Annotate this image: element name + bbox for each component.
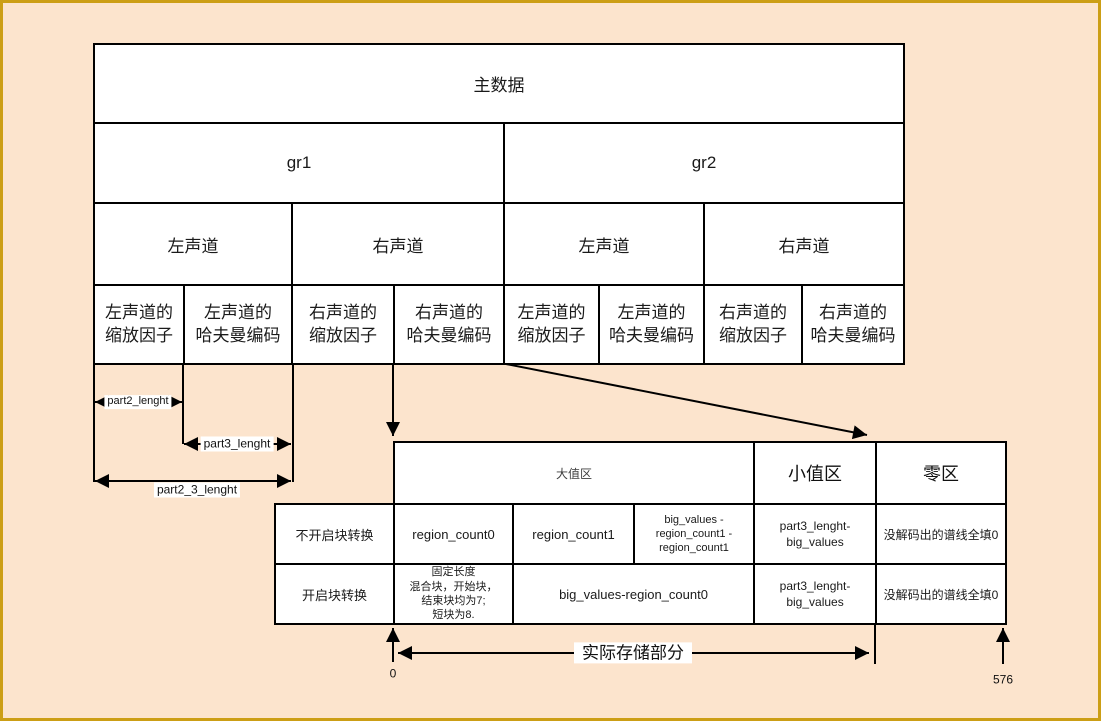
part2-3-length-label: part2_3_lenght — [153, 482, 241, 498]
actual-storage-label: 实际存储部分 — [574, 642, 692, 664]
cell-region-count1: region_count1 — [512, 503, 635, 565]
huffman-expand-diagonal-arrow — [505, 363, 868, 440]
table-row: 不开启块转换 region_count0 region_count1 big_v… — [274, 503, 1008, 565]
header-spacer — [275, 442, 394, 504]
cell-bigvalues-minus-count0: big_values-region_count0 — [511, 563, 756, 625]
table-row: 主数据 — [93, 43, 905, 124]
detail-cell: 左声道的缩放因子 — [93, 284, 185, 365]
channel-cell: 左声道 — [503, 202, 705, 286]
cell-part3-minus-bigvalues: part3_lenght-big_values — [753, 503, 878, 565]
table-row: gr1 gr2 — [93, 122, 905, 204]
cell-zero-fill: 没解码出的谱线全填0 — [875, 503, 1008, 565]
row-label-no-block-switch: 不开启块转换 — [274, 503, 395, 565]
cell-granule-2: gr2 — [503, 122, 905, 204]
huffman-region-table: 大值区 小值区 零区 不开启块转换 region_count0 region_c… — [274, 441, 1008, 625]
channel-cell: 右声道 — [703, 202, 905, 286]
detail-cell: 左声道的缩放因子 — [503, 284, 600, 365]
detail-cell: 左声道的哈夫曼编码 — [598, 284, 705, 365]
main-data-table: 主数据 gr1 gr2 左声道 右声道 左声道 右声道 左声道的缩放因子 左声道… — [93, 43, 905, 365]
cell-region-count0: region_count0 — [393, 503, 514, 565]
detail-cell: 右声道的哈夫曼编码 — [393, 284, 505, 365]
cell-part3-minus-bigvalues: part3_lenght-big_values — [753, 563, 878, 625]
cell-zero-region: 零区 — [875, 441, 1008, 505]
cell-small-values-region: 小值区 — [753, 441, 878, 505]
row-label-block-switch: 开启块转换 — [274, 563, 395, 625]
detail-cell: 右声道的缩放因子 — [703, 284, 803, 365]
cell-main-data: 主数据 — [93, 43, 905, 124]
channel-cell: 右声道 — [291, 202, 505, 286]
part2-length-label: part2_lenght — [104, 395, 172, 409]
cell-zero-fill: 没解码出的谱线全填0 — [875, 563, 1008, 625]
cell-big-values-region: 大值区 — [392, 441, 756, 505]
cell-granule-1: gr1 — [93, 122, 505, 204]
scale-end-label: 576 — [992, 672, 1014, 687]
cell-bigvalues-minus-counts: big_values -region_count1 -region_count1 — [632, 503, 756, 565]
table-row: 左声道 右声道 左声道 右声道 — [93, 202, 905, 286]
channel-cell: 左声道 — [93, 202, 293, 286]
detail-cell: 左声道的哈夫曼编码 — [183, 284, 293, 365]
table-row: 大值区 小值区 零区 — [275, 441, 1008, 505]
table-row: 左声道的缩放因子 左声道的哈夫曼编码 右声道的缩放因子 右声道的哈夫曼编码 左声… — [93, 284, 905, 365]
scale-start-label: 0 — [389, 666, 397, 681]
part3-length-label: part3_lenght — [200, 436, 274, 452]
table-row: 开启块转换 固定长度混合块，开始块，结束块均为7;短块为8. big_value… — [274, 563, 1008, 625]
detail-cell: 右声道的哈夫曼编码 — [801, 284, 905, 365]
detail-cell: 右声道的缩放因子 — [291, 284, 395, 365]
cell-fixed-length-note: 固定长度混合块，开始块，结束块均为7;短块为8. — [393, 563, 514, 625]
